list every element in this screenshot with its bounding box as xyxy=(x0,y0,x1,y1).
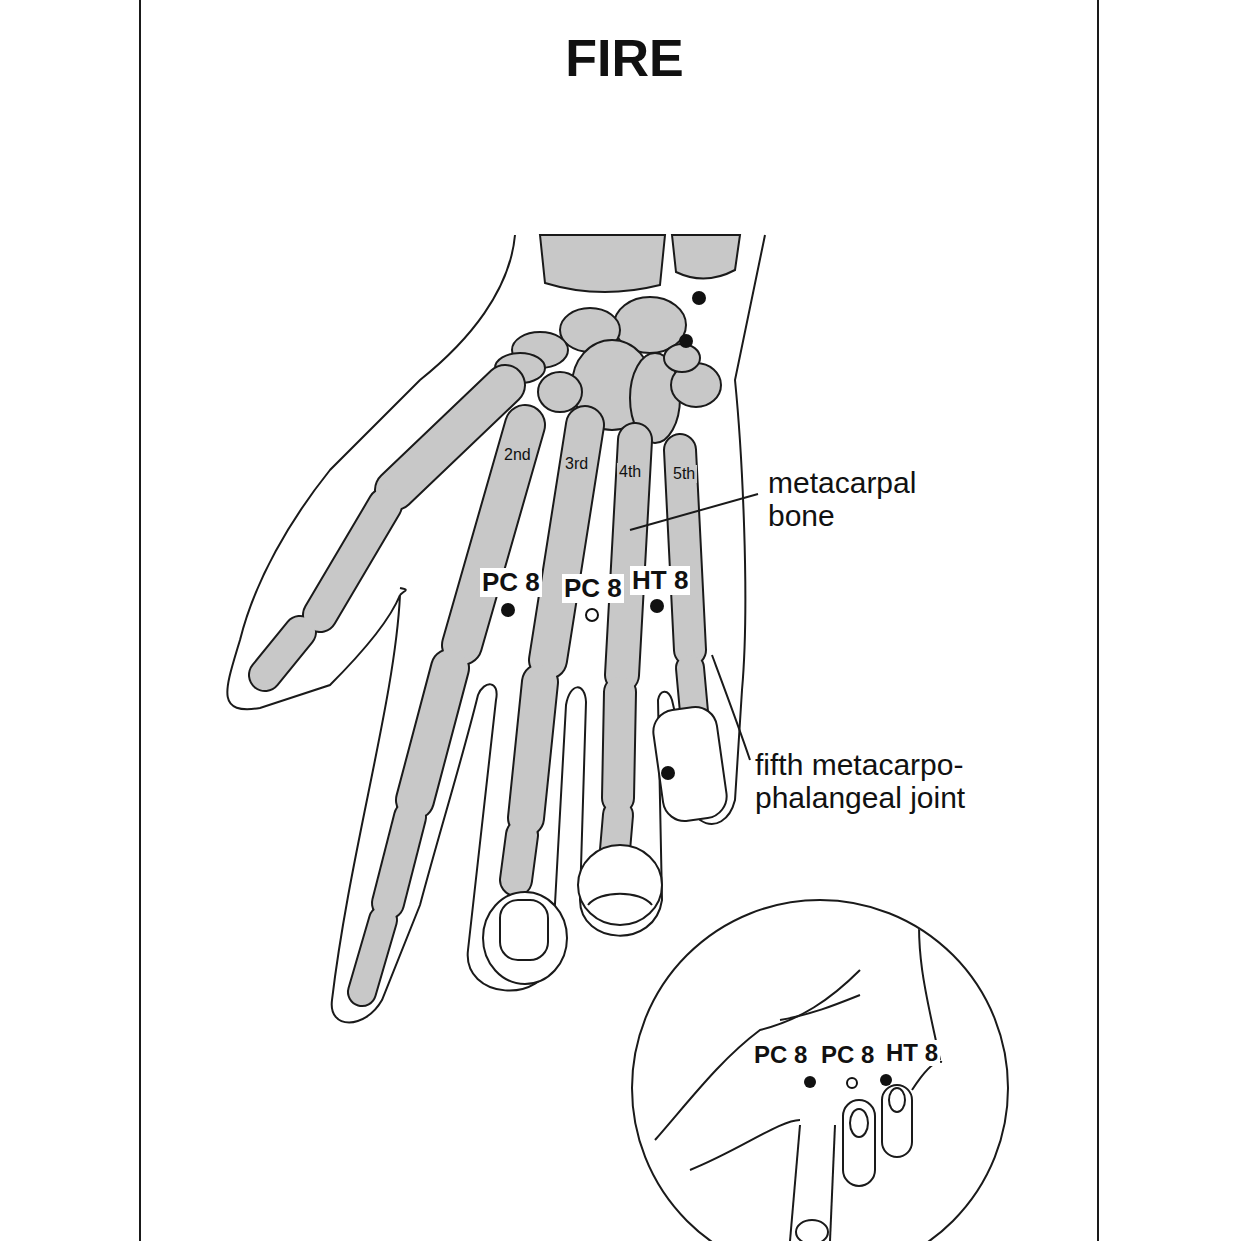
diagram-title: FIRE xyxy=(4,30,1241,87)
part-label: metacarpal bone xyxy=(768,466,968,532)
point-label: PC 8 xyxy=(562,574,624,603)
bone-number: 3rd xyxy=(563,455,590,473)
ulna-bone xyxy=(672,235,740,279)
part-label: fifth metacarpo- phalangeal joint xyxy=(755,748,1025,814)
bone-number: 2nd xyxy=(502,446,533,464)
acupoint-dot xyxy=(501,291,706,780)
point-label: PC 8 xyxy=(752,1042,809,1068)
thumb-web xyxy=(400,588,406,595)
leader-line xyxy=(712,655,750,760)
bones-outline xyxy=(265,385,694,992)
frame-line xyxy=(1097,0,1099,1241)
curled-fingertips xyxy=(483,704,729,984)
bone-number: 5th xyxy=(671,465,697,483)
radius-bone xyxy=(540,235,665,292)
bone-number: 4th xyxy=(617,463,643,481)
hand-outline xyxy=(227,235,765,1023)
frame-line xyxy=(139,0,141,1241)
bones-fill xyxy=(265,385,694,992)
point-label: PC 8 xyxy=(480,568,542,597)
point-label: HT 8 xyxy=(884,1040,940,1066)
leader-line xyxy=(630,494,758,530)
point-label: PC 8 xyxy=(819,1042,876,1068)
point-label: HT 8 xyxy=(630,566,690,595)
inset-view xyxy=(632,900,1008,1241)
